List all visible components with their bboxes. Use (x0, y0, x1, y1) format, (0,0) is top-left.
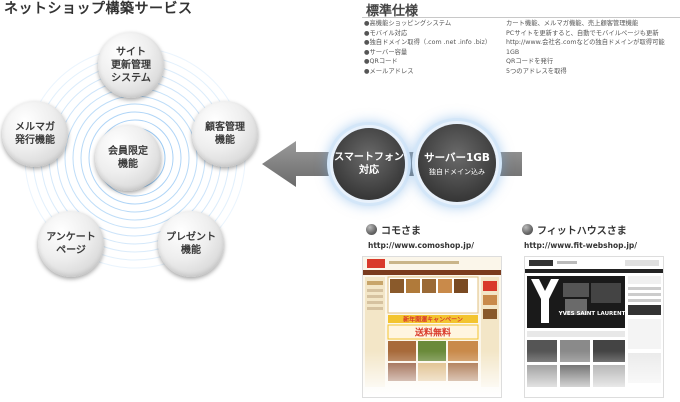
screenshot-fade (525, 351, 663, 397)
spec-row: ●高機能ショッピングシステムカート機能、メルマガ機能、売上顧客管理機能 (364, 20, 639, 27)
fit-brand-text: YVES SAINT LAURENT (558, 311, 626, 317)
bullet-icon (522, 224, 533, 235)
smartphone-support-badge: スマートフォン 対応 (333, 128, 405, 200)
feature-member-only: 会員限定 機能 (95, 125, 161, 191)
screenshot-fade (363, 351, 501, 397)
feature-site-update-system: サイト 更新管理 システム (98, 32, 164, 98)
feature-survey-page: アンケート ページ (38, 211, 104, 277)
site-name-como: コモさま (366, 222, 421, 237)
feature-mail-magazine: メルマガ 発行機能 (2, 101, 68, 167)
own-domain-label: 独自ドメイン込み (429, 167, 485, 176)
site-url-como[interactable]: http://www.comoshop.jp/ (368, 241, 474, 250)
feature-present: プレゼント 機能 (158, 211, 224, 277)
spec-table: ●高機能ショッピングシステムカート機能、メルマガ機能、売上顧客管理機能 ●モバイ… (364, 19, 665, 76)
bullet-icon (366, 224, 377, 235)
feature-customer-management: 顧客管理 機能 (192, 101, 258, 167)
site-url-fit[interactable]: http://www.fit-webshop.jp/ (524, 241, 638, 250)
spec-divider (362, 17, 680, 18)
page-title: ネットショップ構築サービス (4, 1, 193, 17)
site-name-fit: フィットハウスさま (522, 222, 627, 237)
spec-title: 標準仕様 (366, 4, 419, 19)
server-capacity-label: サーバー1GB (424, 151, 490, 164)
fit-site-screenshot[interactable]: YVES SAINT LAURENT (524, 256, 664, 398)
como-free-shipping-text: 送料無料 (414, 327, 451, 339)
como-campaign-text: 新年開運キャンペーン (403, 316, 463, 324)
server-capacity-badge: サーバー1GB 独自ドメイン込み (418, 124, 496, 202)
spec-row: ●独自ドメイン取得（.com .net .info .biz）http://ww… (364, 39, 665, 46)
como-site-screenshot[interactable]: 新年開運キャンペーン 送料無料 (362, 256, 502, 398)
